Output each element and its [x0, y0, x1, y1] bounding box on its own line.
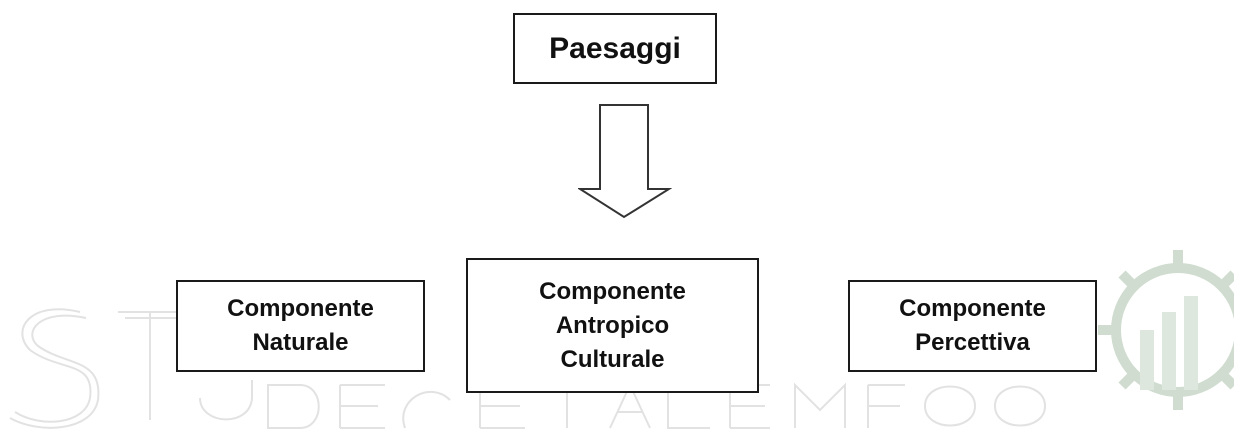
watermark-gear-logo	[1098, 250, 1234, 410]
watermark-bars	[1140, 296, 1198, 390]
component-anthropic-cultural-label: Componente Antropico Culturale	[539, 277, 686, 373]
down-arrow-icon	[578, 104, 672, 219]
root-box-paesaggi: Paesaggi	[513, 13, 717, 84]
component-perceptive-box: Componente Percettiva	[848, 280, 1097, 372]
root-label: Paesaggi	[549, 31, 681, 65]
component-natural-label: Componente Naturale	[227, 295, 374, 356]
component-natural-box: Componente Naturale	[176, 280, 425, 372]
component-perceptive-label: Componente Percettiva	[899, 295, 1046, 356]
component-anthropic-cultural-box: Componente Antropico Culturale	[466, 258, 759, 393]
